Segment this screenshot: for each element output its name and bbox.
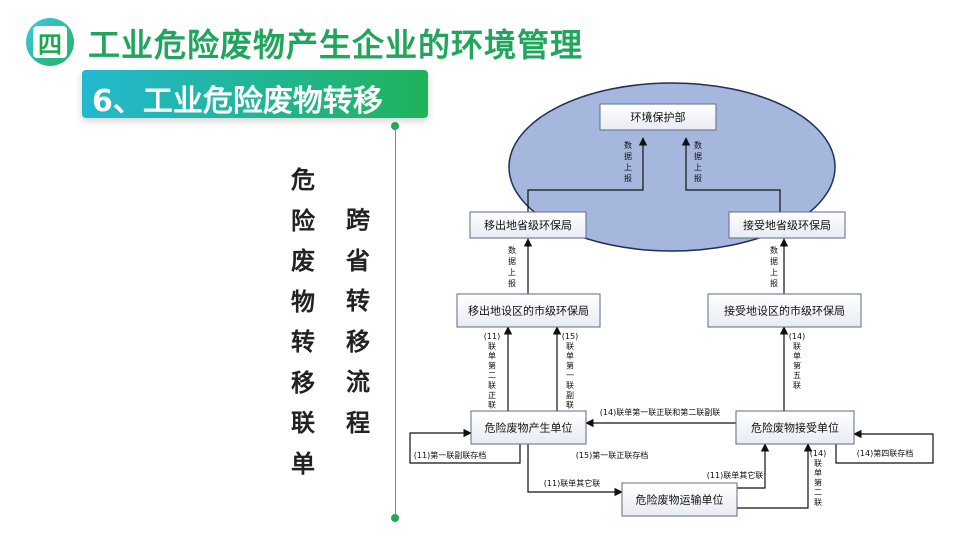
label-15-up-char: 联 <box>566 401 574 410</box>
arrow-producer-self-keep <box>409 428 521 464</box>
label-14-up-char: 单 <box>793 351 801 361</box>
label-report-in-char: 上 <box>770 268 778 277</box>
label-report-mid-char: 数 <box>508 245 516 255</box>
header-badge: 四 <box>26 18 74 66</box>
label-report-mid-char: 据 <box>508 256 516 266</box>
label-15-up-char: 第 <box>566 360 574 370</box>
transport-box-label: 危险废物运输单位 <box>636 493 724 507</box>
out-city-box: 移出地设区的市级环保局 <box>456 293 601 328</box>
label-14-down-char: 第 <box>814 477 822 487</box>
label-14-down-char: 二 <box>814 488 822 497</box>
label-14-forward: (14)联单第一联正联和第二联副联 <box>600 407 720 417</box>
label-15-up-char: 副 <box>566 391 574 400</box>
arrow-transport-to-receiver-2 <box>737 443 813 509</box>
label-11-up-char: 第 <box>488 360 496 370</box>
label-11-up-char: (11) <box>484 332 500 341</box>
label-report-left-char: 上 <box>624 163 632 172</box>
header-badge-text: 四 <box>33 26 67 59</box>
receiver-box-label: 危险废物接受单位 <box>751 421 839 435</box>
in-prov-box: 接受地省级环保局 <box>728 211 846 239</box>
label-11-up-char: 正 <box>488 391 496 400</box>
receiver-box: 危险废物接受单位 <box>735 410 855 445</box>
subtitle-text: 6、工业危险废物转移 <box>92 84 383 119</box>
label-11-up-char: 联 <box>488 401 496 410</box>
producer-box-label: 危险废物产生单位 <box>485 421 573 435</box>
page-title: 工业危险废物产生企业的环境管理 <box>88 26 584 64</box>
arrow-in-prov-to-env <box>681 137 781 212</box>
label-14-up-char: 联 <box>793 342 801 351</box>
label-report-right-char: 数 <box>694 140 702 150</box>
out-prov-box: 移出地省级环保局 <box>469 211 587 239</box>
out-prov-box-label: 移出地省级环保局 <box>484 218 572 232</box>
transport-box: 危险废物运输单位 <box>621 482 738 517</box>
label-report-right-char: 上 <box>694 163 702 172</box>
side-title-column-2: 跨 省 转 移 流 程 <box>346 206 370 437</box>
ministry-ellipse <box>508 82 836 252</box>
label-14-down-char: 联 <box>814 459 822 468</box>
label-11-keep: (11)第一联副联存档 <box>414 450 486 460</box>
label-11-up-char: 二 <box>488 371 496 380</box>
label-15-up-char: (15) <box>562 332 578 341</box>
label-report-mid-char: 上 <box>508 268 516 277</box>
label-report-mid-char: 报 <box>508 278 516 288</box>
divider-bottom-dot <box>391 514 399 522</box>
env-box-label: 环境保护部 <box>631 110 686 124</box>
label-14-keep: (14)第四联存档 <box>857 448 913 458</box>
label-report-left-char: 据 <box>624 151 632 161</box>
in-prov-box-label: 接受地省级环保局 <box>743 218 831 232</box>
label-11-other: (11)联单其它联 <box>544 478 600 488</box>
producer-box: 危险废物产生单位 <box>470 410 587 445</box>
label-14-down-char: 单 <box>814 468 822 478</box>
label-14-up-char: (14) <box>789 332 805 341</box>
in-city-box: 接受地设区的市级环保局 <box>707 293 862 328</box>
label-report-right-char: 据 <box>694 151 702 161</box>
label-14-up-char: 第 <box>793 360 801 370</box>
in-city-box-label: 接受地设区的市级环保局 <box>724 304 845 318</box>
label-15-up-char: 单 <box>566 351 574 361</box>
label-15-up-char: 联 <box>566 342 574 351</box>
label-14-up-char: 五 <box>793 371 801 380</box>
label-15-up-char: 联 <box>566 381 574 390</box>
env-box: 环境保护部 <box>599 103 717 131</box>
label-report-right-char: 报 <box>694 173 702 183</box>
label-report-in-char: 数 <box>770 245 778 255</box>
label-report-in-char: 据 <box>770 256 778 266</box>
arrow-receiver-self-keep <box>835 429 934 464</box>
label-report-left-char: 数 <box>624 140 632 150</box>
divider-line <box>395 126 396 518</box>
label-11-up-char: 联 <box>488 342 496 351</box>
label-report-in-char: 报 <box>770 278 778 288</box>
arrow-out-prov-to-env <box>527 137 648 212</box>
label-11-up-char: 单 <box>488 351 496 361</box>
arrow-producer-to-transport <box>527 444 623 497</box>
label-14-down-char: 联 <box>814 498 822 507</box>
subtitle-bar: 6、工业危险废物转移 <box>82 70 428 119</box>
label-15-keep: (15)第一联正联存档 <box>576 450 648 460</box>
label-14-down-char: (14) <box>810 449 826 458</box>
label-report-left-char: 报 <box>624 173 632 183</box>
label-11-other-2: (11)联单其它联 <box>707 470 763 480</box>
arrow-transport-to-receiver <box>737 443 770 489</box>
side-title-column-1: 危 险 废 物 转 移 联 单 <box>291 166 315 478</box>
label-14-up-char: 联 <box>793 381 801 390</box>
out-city-box-label: 移出地设区的市级环保局 <box>468 304 589 318</box>
label-11-up-char: 联 <box>488 381 496 390</box>
label-15-up-char: 一 <box>566 371 574 380</box>
